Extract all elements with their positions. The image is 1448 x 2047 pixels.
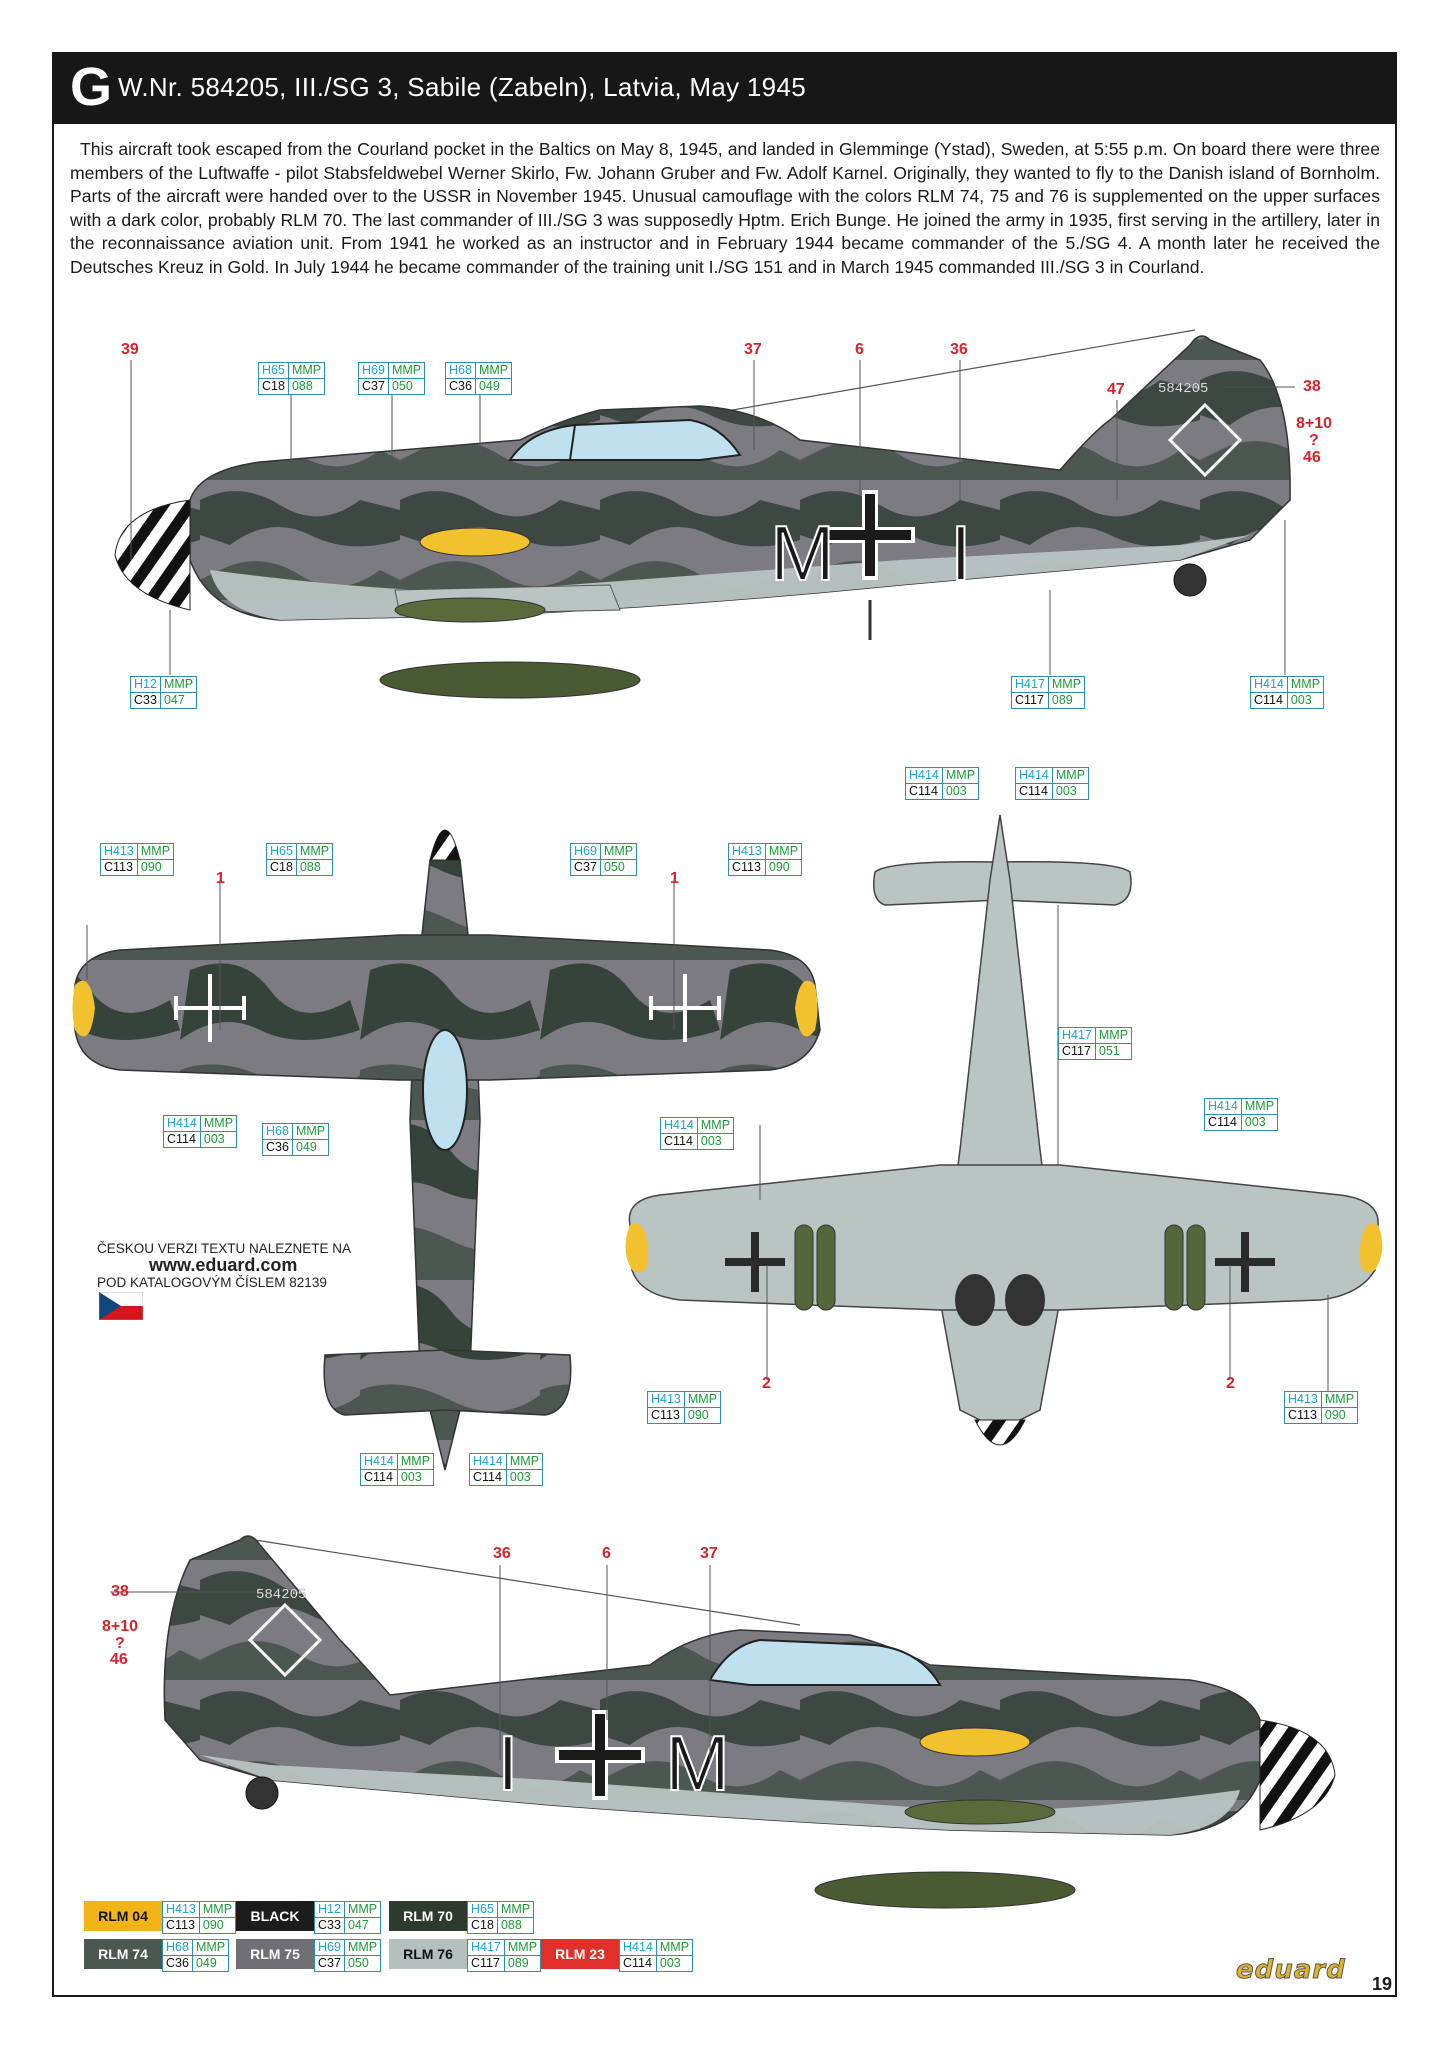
decal-question-mark: ? bbox=[1309, 432, 1319, 449]
czech-note-line1: ČESKOU VERZI TEXTU NALEZNETE NA bbox=[97, 1241, 352, 1256]
decal-number-38: 38 bbox=[1303, 378, 1321, 395]
czech-flag-icon bbox=[99, 1292, 143, 1320]
decal-number-1-left: 1 bbox=[216, 870, 225, 887]
legend-swatch-rlm04: RLM 04 bbox=[84, 1901, 162, 1931]
legend-swatch-rlm74: RLM 74 bbox=[84, 1939, 162, 1969]
decal-number-2-right: 2 bbox=[1226, 1375, 1235, 1392]
werknummer-left: 584205 bbox=[1158, 381, 1208, 397]
eduard-logo: eduard bbox=[1236, 1955, 1346, 1986]
code-letter-i-left: I bbox=[950, 509, 972, 597]
czech-version-note: ČESKOU VERZI TEXTU NALEZNETE NA www.edua… bbox=[97, 1240, 351, 1291]
code-letter-i-right: I bbox=[497, 1719, 519, 1807]
legend-swatch-rlm76: RLM 76 bbox=[389, 1939, 467, 1969]
leader-lines bbox=[86, 360, 1329, 1760]
legend-swatch-rlm75: RLM 75 bbox=[236, 1939, 314, 1969]
decal-number-36: 36 bbox=[950, 341, 968, 358]
profile-title: W.Nr. 584205, III./SG 3, Sabile (Zabeln)… bbox=[118, 72, 806, 102]
decal-number-2-left: 2 bbox=[762, 1375, 771, 1392]
decal-number-37-lower: 37 bbox=[700, 1545, 718, 1562]
page-number: 19 bbox=[1372, 1974, 1393, 1994]
decal-question-mark-lower: ? bbox=[115, 1635, 125, 1652]
decal-number-39: 39 bbox=[121, 341, 139, 358]
decal-number-46-lower: 46 bbox=[110, 1651, 128, 1668]
decal-number-47: 47 bbox=[1107, 381, 1125, 398]
code-letter-m-right: M bbox=[665, 1719, 730, 1807]
decal-number-36-lower: 36 bbox=[493, 1545, 511, 1562]
side-profile-left bbox=[114, 329, 1291, 699]
decal-number-1-right: 1 bbox=[670, 870, 679, 887]
history-text: This aircraft took escaped from the Cour… bbox=[70, 139, 1380, 277]
upper-view bbox=[72, 829, 821, 1471]
legend-swatch-rlm23: RLM 23 bbox=[541, 1939, 619, 1969]
decal-number-6-lower: 6 bbox=[602, 1545, 611, 1562]
decal-number-8-10-lower: 8+10 bbox=[102, 1618, 139, 1635]
legend-swatch-rlm70: RLM 70 bbox=[389, 1901, 467, 1931]
decal-number-38-lower: 38 bbox=[111, 1583, 129, 1600]
decal-number-46: 46 bbox=[1303, 449, 1321, 466]
side-profile-right bbox=[163, 1535, 1336, 1909]
czech-note-website[interactable]: www.eduard.com bbox=[149, 1255, 298, 1275]
legend-swatch-black: BLACK bbox=[236, 1901, 314, 1931]
profile-letter: G bbox=[70, 57, 113, 117]
werknummer-right: 584205 bbox=[256, 1587, 306, 1603]
underside-view bbox=[625, 814, 1383, 1446]
decal-number-6: 6 bbox=[855, 341, 864, 358]
profile-header: G W.Nr. 584205, III./SG 3, Sabile (Zabel… bbox=[52, 52, 1397, 124]
decal-number-8-10: 8+10 bbox=[1296, 415, 1333, 432]
code-letter-m-left: M bbox=[770, 509, 835, 597]
czech-note-line3: POD KATALOGOVÝM ČÍSLEM 82139 bbox=[97, 1275, 327, 1290]
decal-number-37: 37 bbox=[744, 341, 762, 358]
